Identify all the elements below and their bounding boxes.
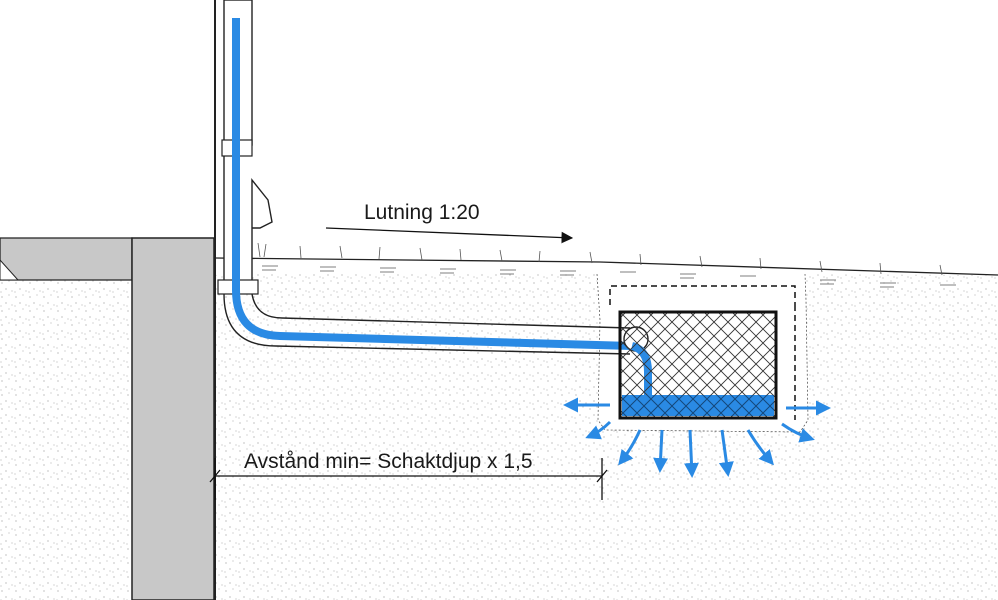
infiltration-arrows [563,397,831,478]
terrain-edge [0,237,133,281]
distance-label: Avstånd min= Schaktdjup x 1,5 [244,450,533,473]
slope-label: Lutning 1:20 [364,201,480,224]
distance-dimension [209,458,608,500]
ground-line [214,257,998,276]
grass-texture [257,242,956,288]
infiltration-box [609,285,796,420]
slope-arrow [325,227,574,244]
drain-pipe [223,293,631,355]
water-flow [232,18,633,350]
foundation-wall [131,237,215,600]
downpipe [217,0,273,295]
